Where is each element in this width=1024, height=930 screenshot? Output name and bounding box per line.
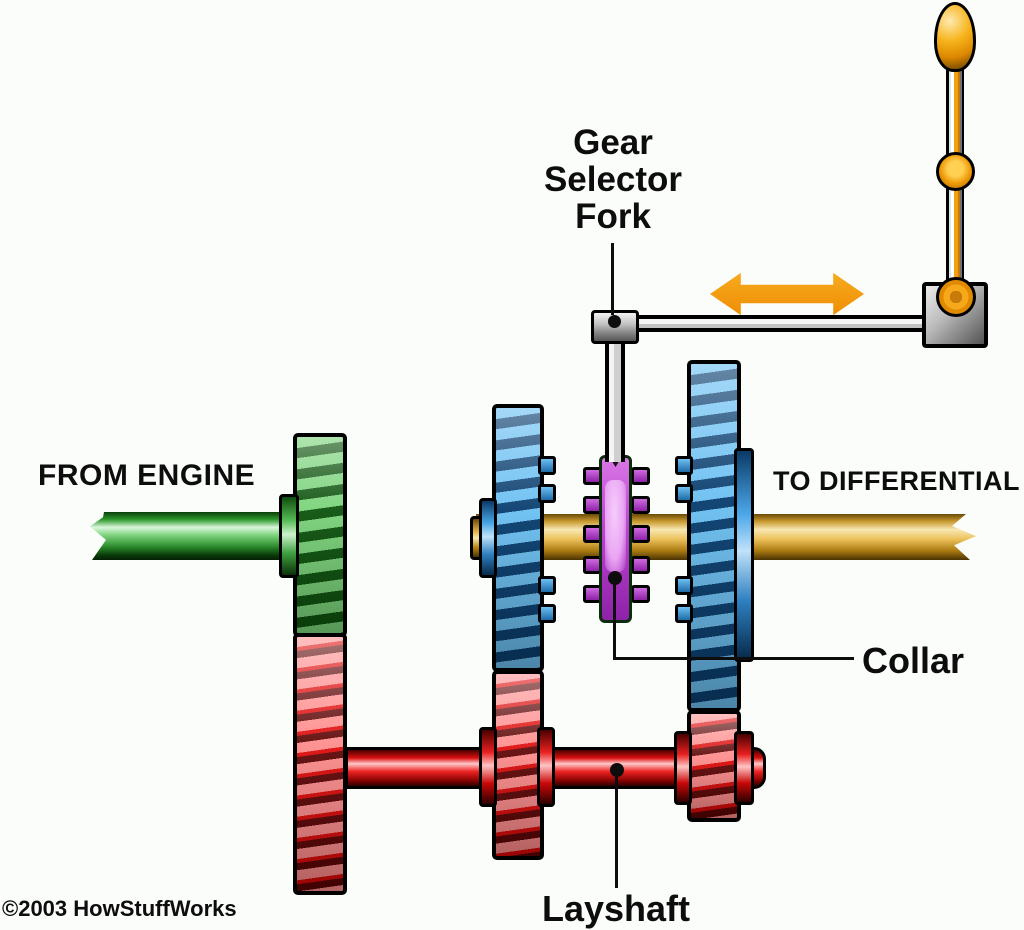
gear-selector-fork-label-line1: Gear <box>573 123 653 162</box>
gear-selector-fork-label-line2: Selector <box>543 160 683 199</box>
collar-tooth-right <box>631 525 650 543</box>
red-gear2-hub-right <box>537 727 555 807</box>
red-gear3-hub-left <box>674 731 692 805</box>
copyright-watermark: ©2003 HowStuffWorks <box>2 896 237 921</box>
collar-tooth-right <box>631 556 650 574</box>
blue-gear1-hub <box>479 498 497 578</box>
dog-tooth-blue2 <box>675 576 693 595</box>
collar-label: Collar <box>862 640 965 681</box>
selector-fork-prong <box>605 338 625 462</box>
collar-tooth-right <box>631 496 650 514</box>
collar-highlight <box>605 480 626 572</box>
selector-linkage-rod <box>637 315 927 332</box>
input-gear-hub <box>279 494 299 578</box>
dog-tooth-blue2 <box>675 456 693 475</box>
shift-motion-arrow <box>710 272 864 316</box>
fork-pivot-dot <box>608 315 621 328</box>
collar-fork-notch <box>610 458 621 467</box>
dog-tooth-blue1 <box>538 576 556 595</box>
shift-lever-pivot <box>936 277 976 317</box>
layshaft-leader-line <box>615 770 618 888</box>
fork-leader-line <box>611 243 614 315</box>
from-engine-label: FROM ENGINE <box>38 459 256 492</box>
output-gear-blue-2 <box>687 360 741 712</box>
collar-tooth-right <box>631 585 650 603</box>
red-gear3-hub-right <box>734 731 754 805</box>
collar-tooth-right <box>631 467 650 485</box>
gear-selector-fork-label: Gear Selector Fork <box>490 124 736 235</box>
layshaft-gear-red-3 <box>687 710 741 822</box>
layshaft-gear-large-red <box>293 633 347 895</box>
to-differential-label: TO DIFFERENTIAL <box>773 466 1020 496</box>
shift-lever-ball-joint <box>936 152 975 191</box>
red-gear2-hub-left <box>479 727 497 807</box>
dog-tooth-blue1 <box>538 604 556 623</box>
dog-tooth-blue1 <box>538 456 556 475</box>
dog-tooth-blue1 <box>538 484 556 503</box>
input-shaft-from-engine <box>90 512 300 560</box>
shift-lever-knob <box>934 2 976 72</box>
blue-gear2-hub <box>734 448 754 662</box>
output-gear-blue-1 <box>492 404 544 672</box>
dog-tooth-blue2 <box>675 604 693 623</box>
collar-leader-vertical <box>613 578 616 660</box>
layshaft-label: Layshaft <box>541 888 691 929</box>
input-gear-green <box>293 433 347 637</box>
gear-selector-fork-label-line3: Fork <box>575 197 651 236</box>
dog-tooth-blue2 <box>675 484 693 503</box>
collar-leader-horizontal <box>613 657 854 660</box>
